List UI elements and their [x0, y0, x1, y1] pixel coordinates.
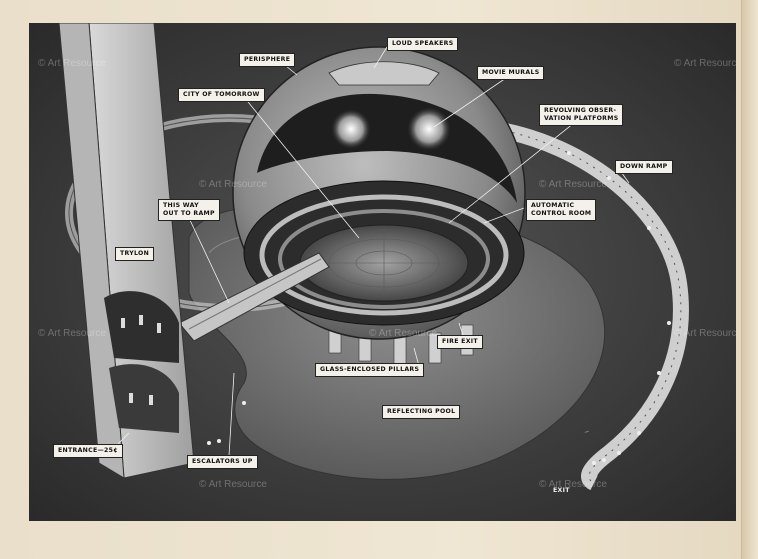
- label-down-ramp: DOWN RAMP: [615, 160, 673, 174]
- watermark: © Art Resource: [38, 328, 106, 339]
- label-trylon: TRYLON: [115, 247, 155, 261]
- label-automatic-control-room: AUTOMATIC CONTROL ROOM: [526, 199, 597, 221]
- label-loud-speakers: LOUD SPEAKERS: [387, 37, 459, 51]
- label-glass-enclosed-pillars: GLASS-ENCLOSED PILLARS: [315, 363, 425, 377]
- paper-edge: [741, 0, 758, 559]
- watermark: © Art Resource: [38, 58, 106, 69]
- label-city-of-tomorrow: CITY OF TOMORROW: [178, 88, 265, 102]
- watermark: © Art Resource: [674, 328, 736, 339]
- watermark: © Art Resource: [199, 179, 267, 190]
- label-exit: EXIT: [553, 487, 570, 494]
- watermark: © Art Resource: [539, 179, 607, 190]
- perisphere-cutaway-drawing: [29, 23, 736, 521]
- label-movie-murals: MOVIE MURALS: [477, 66, 545, 80]
- watermark: © Art Resource: [199, 479, 267, 490]
- label-escalators-up: ESCALATORS UP: [187, 455, 258, 469]
- watermark: © Art Resource: [539, 479, 607, 490]
- label-this-way-out: THIS WAY OUT TO RAMP: [158, 199, 220, 221]
- label-reflecting-pool: REFLECTING POOL: [382, 405, 461, 419]
- label-perisphere: PERISPHERE: [239, 53, 296, 67]
- label-revolving-platforms: REVOLVING OBSER- VATION PLATFORMS: [539, 104, 624, 126]
- watermark: © Art Resource: [674, 58, 736, 69]
- label-entrance: ENTRANCE—25¢: [53, 444, 123, 458]
- watermark: © Art Resource: [369, 328, 437, 339]
- illustration-plate: LOUD SPEAKERS PERISPHERE MOVIE MURALS CI…: [29, 23, 736, 521]
- label-fire-exit: FIRE EXIT: [437, 335, 483, 349]
